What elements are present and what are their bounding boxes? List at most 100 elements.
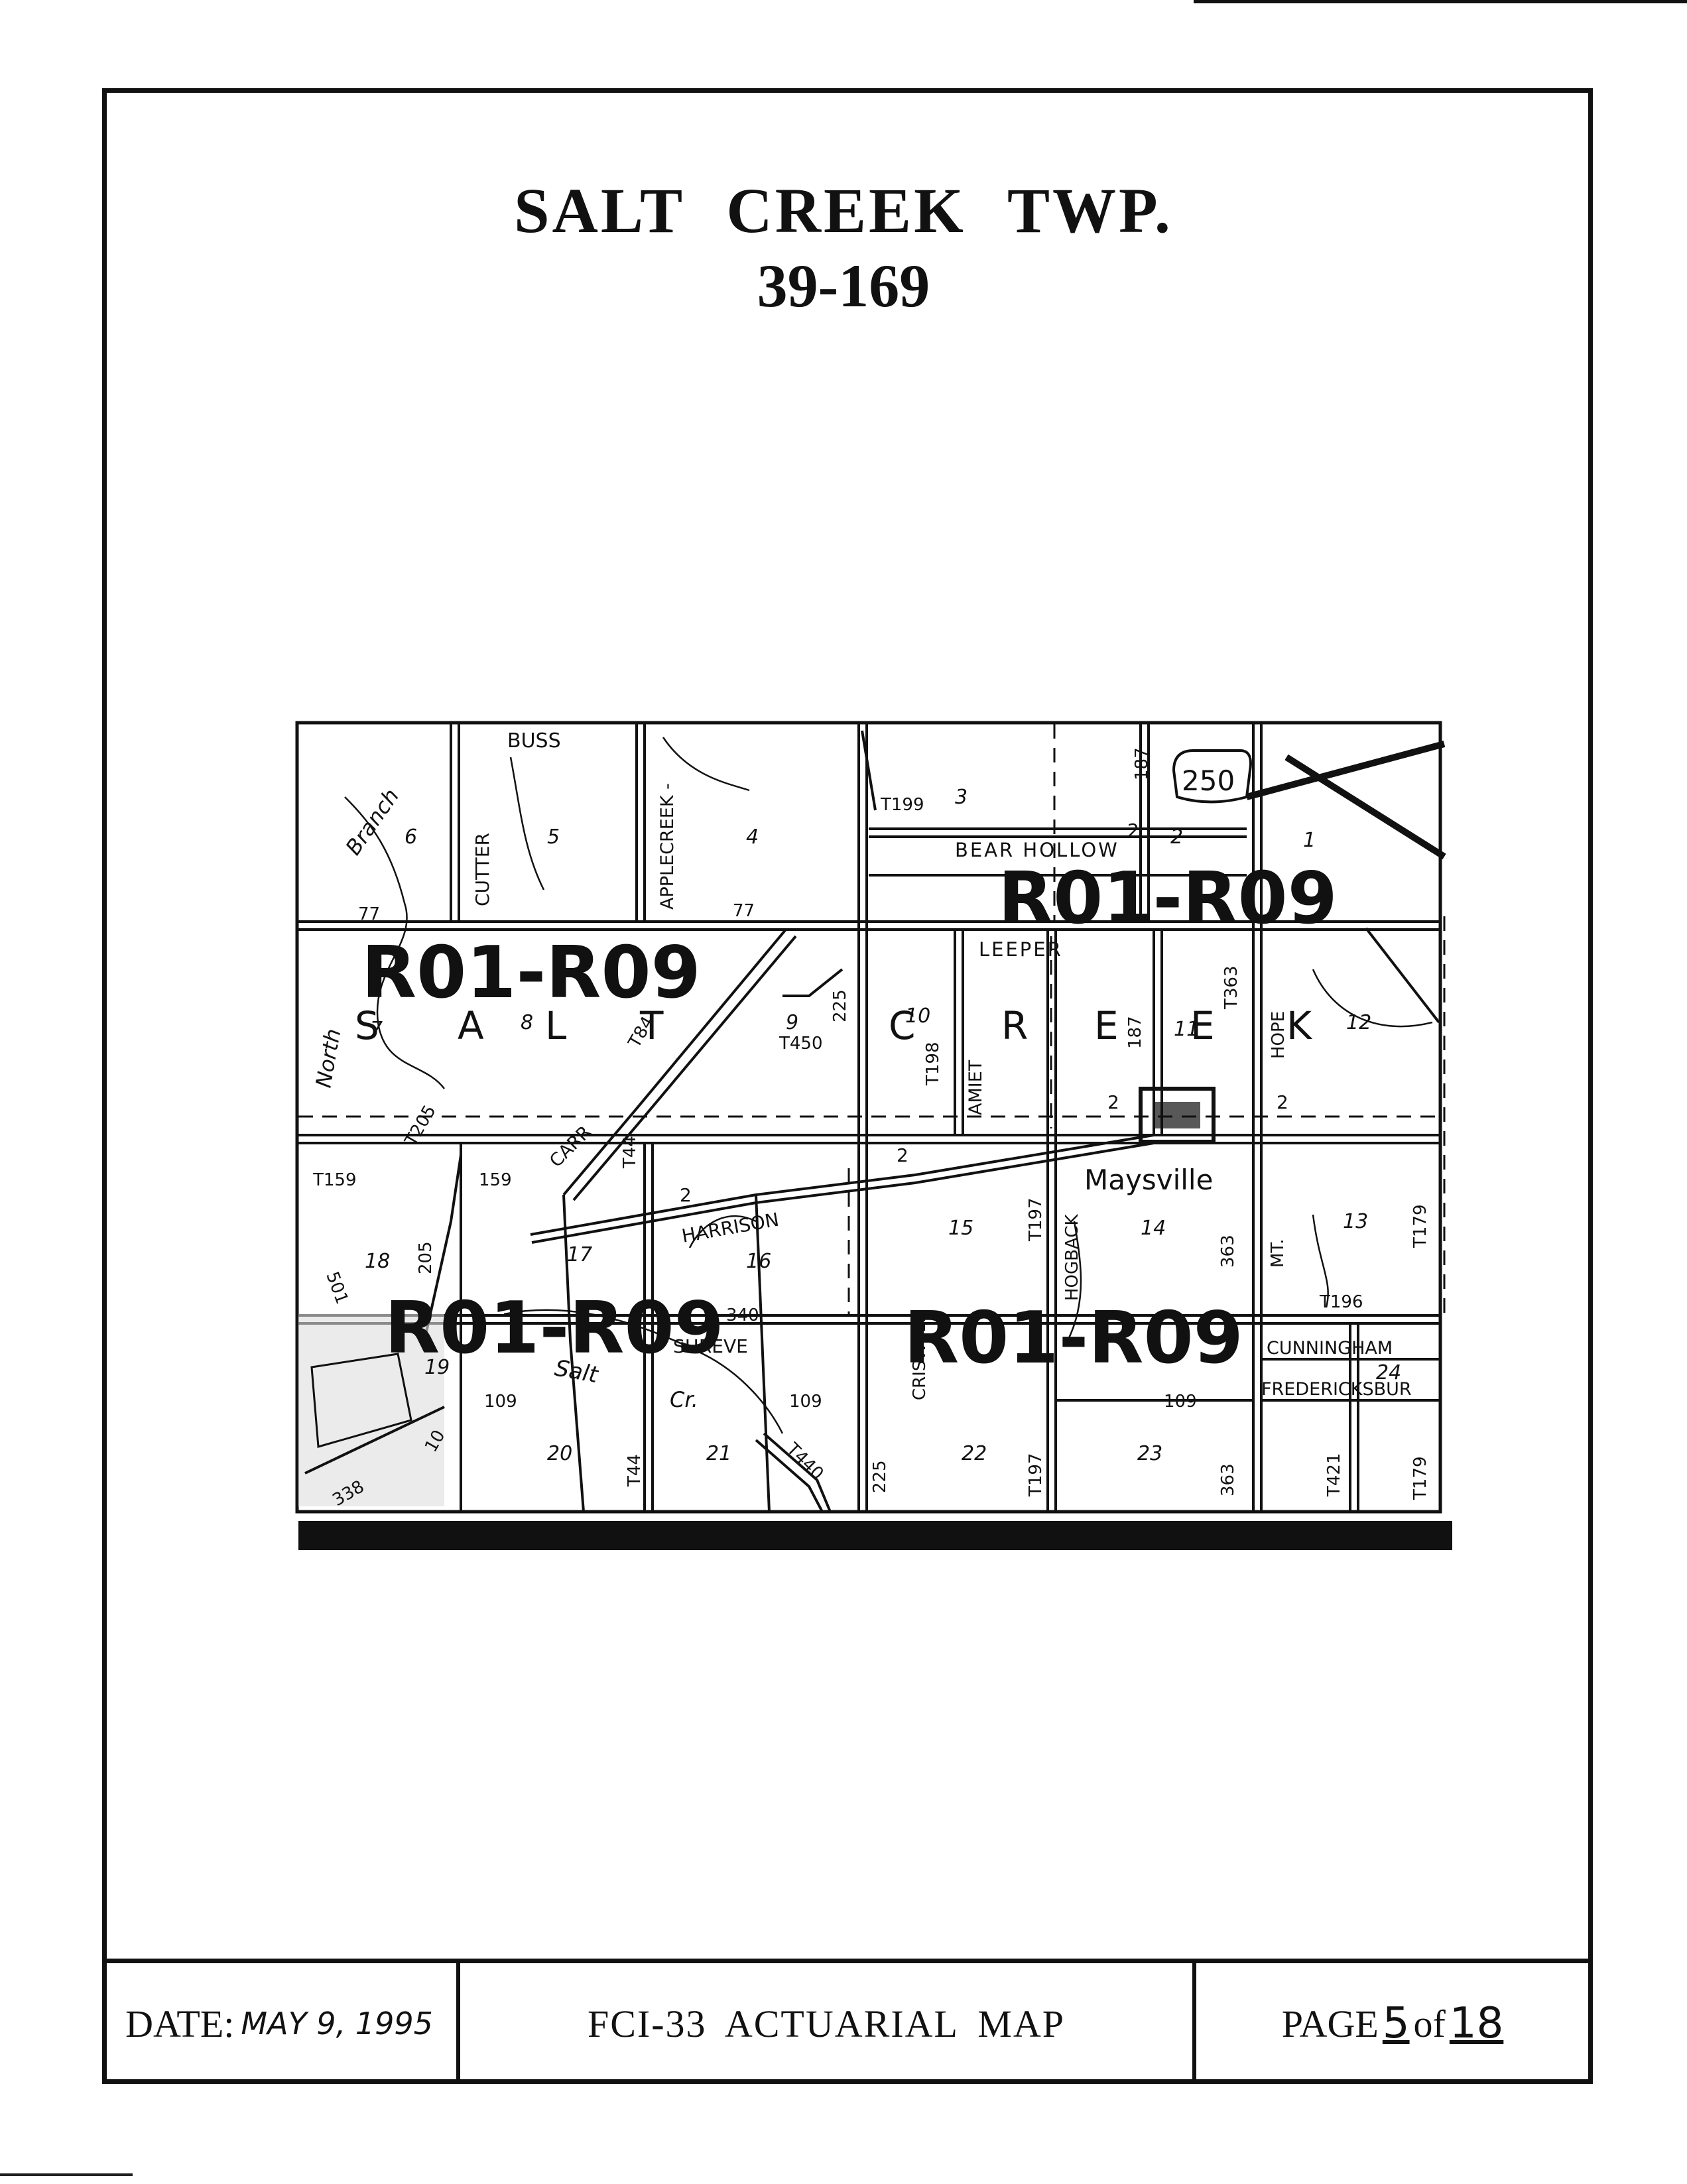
section-numbers: 1 2 3 4 5 6 7 8 9 10 11 12 13 14 15 16 1… — [365, 786, 1401, 1465]
map-label: L — [545, 1003, 566, 1048]
map-name-cell: FCI-33 ACTUARIAL MAP — [460, 1963, 1196, 2084]
road-159: 159 — [479, 1170, 512, 1190]
date-value: MAY 9, 1995 — [241, 2006, 433, 2041]
road-t44-south: T44 — [625, 1454, 645, 1487]
map-label: 14 — [1141, 1217, 1166, 1240]
road-t450: T450 — [779, 1034, 823, 1054]
township-map: BUSS CUTTER APPLECREEK - Branch North BE… — [295, 721, 1452, 1550]
road-bear-hollow: BEAR HOLLOW — [955, 839, 1119, 861]
map-label: 9 — [786, 1011, 798, 1034]
map-label: 23 — [1137, 1442, 1162, 1465]
road-applecreek: APPLECREEK - — [657, 783, 678, 910]
road-t363: T363 — [1221, 965, 1241, 1010]
footer-bar: DATE: MAY 9, 1995 FCI-33 ACTUARIAL MAP P… — [102, 1959, 1593, 2084]
road-2-center: 2 — [897, 1144, 908, 1166]
page-number: 5 — [1382, 1999, 1410, 2048]
map-label: 21 — [706, 1442, 731, 1465]
map-label: E — [1094, 1003, 1119, 1048]
town-maysville: Maysville — [1084, 1164, 1213, 1196]
map-label: 13 — [1343, 1210, 1368, 1233]
road-225-south: 225 — [870, 1460, 890, 1493]
road-t159: T159 — [312, 1170, 357, 1190]
road-criswell: CRISWELL — [910, 1313, 930, 1400]
road-205: 205 — [416, 1241, 436, 1274]
road-2-maysville: 2 — [1107, 1091, 1119, 1113]
map-label: 3 — [955, 786, 968, 809]
page-label: PAGE — [1281, 2002, 1379, 2045]
page-cell: PAGE 5 of 18 — [1196, 1963, 1593, 2084]
region-stamp-ne: R01-R09 — [998, 857, 1338, 940]
map-name: FCI-33 ACTUARIAL MAP — [587, 2002, 1066, 2045]
date-label: DATE: — [125, 2002, 235, 2045]
road-t198: T198 — [923, 1042, 943, 1086]
map-label: 20 — [547, 1442, 572, 1465]
map-label: T — [639, 1003, 664, 1048]
road-t44-north: T44 — [620, 1136, 640, 1169]
map-label: 17 — [567, 1243, 592, 1266]
diagonal-roads — [423, 730, 1446, 1512]
road-cunningham: CUNNINGHAM — [1267, 1338, 1393, 1359]
road-leeper: LEEPER — [979, 938, 1063, 961]
map-label: 5 — [547, 825, 560, 849]
road-225-north: 225 — [830, 989, 850, 1022]
region-stamp-se: R01-R09 — [904, 1297, 1243, 1380]
us-250-label: 250 — [1182, 764, 1235, 797]
page-total: 18 — [1449, 1999, 1504, 2048]
map-base-bar — [298, 1521, 1452, 1550]
map-label: 1 — [1303, 829, 1316, 852]
road-t196: T196 — [1319, 1292, 1363, 1312]
road-t179-south: T179 — [1410, 1456, 1430, 1500]
map-label: 24 — [1376, 1361, 1401, 1384]
road-mt: MT. — [1268, 1239, 1288, 1268]
road-t197-south: T197 — [1026, 1453, 1046, 1497]
section-dashes — [298, 724, 1446, 1314]
road-shreve: SHREVE — [673, 1335, 748, 1357]
map-label: 18 — [365, 1250, 390, 1273]
bottom-edge-rule — [0, 2173, 133, 2176]
road-2-north: 2 — [1127, 819, 1139, 841]
page-of: of — [1413, 2002, 1446, 2045]
road-77-west: 77 — [358, 904, 380, 924]
road-77-center: 77 — [733, 901, 755, 921]
road-hogback: HOGBACK — [1062, 1214, 1082, 1301]
map-label: 11 — [1174, 1018, 1199, 1041]
road-363-north: 363 — [1218, 1235, 1238, 1268]
road-cutter: CUTTER — [471, 833, 493, 906]
region-stamps: R01-R09 R01-R09 R01-R09 R01-R09 — [361, 857, 1338, 1380]
road-109-west: 109 — [484, 1392, 517, 1412]
map-label: 16 — [746, 1250, 771, 1273]
road-t197-north: T197 — [1026, 1197, 1046, 1242]
top-edge-rule — [1194, 0, 1687, 3]
map-label: 12 — [1346, 1011, 1371, 1034]
road-340: 340 — [726, 1305, 759, 1325]
road-109-center: 109 — [789, 1392, 822, 1412]
stream-cr: Cr. — [670, 1387, 698, 1412]
township-title: SALT CREEK TWP. — [514, 175, 1173, 246]
road-hope: HOPE — [1269, 1011, 1288, 1059]
township-code: 39-169 — [757, 252, 930, 320]
map-border — [295, 721, 1442, 1514]
map-label: K — [1286, 1003, 1313, 1048]
road-t421: T421 — [1324, 1453, 1344, 1497]
road-t179-north: T179 — [1410, 1204, 1430, 1248]
road-grid — [298, 724, 1439, 1512]
map-label: 15 — [948, 1217, 973, 1240]
map-label: 4 — [746, 825, 759, 849]
map-label: 10 — [905, 1004, 930, 1028]
map-label: 6 — [405, 825, 417, 849]
road-t199: T199 — [880, 795, 924, 815]
map-label: A — [458, 1003, 484, 1048]
map-label: S — [355, 1003, 379, 1048]
road-2-east: 2 — [1277, 1091, 1288, 1113]
map-label: 7 — [370, 1018, 383, 1041]
road-109-east: 109 — [1164, 1392, 1197, 1412]
map-label: 22 — [962, 1442, 987, 1465]
map-label: 19 — [424, 1356, 450, 1379]
page-frame — [102, 88, 1593, 2084]
date-cell: DATE: MAY 9, 1995 — [102, 1963, 460, 2084]
road-187-north: 187 — [1132, 747, 1152, 780]
map-label: E — [1190, 1003, 1215, 1048]
road-amiet: AMIET — [966, 1060, 986, 1115]
streams — [344, 737, 1433, 1434]
region-stamp-nw: R01-R09 — [361, 932, 701, 1014]
